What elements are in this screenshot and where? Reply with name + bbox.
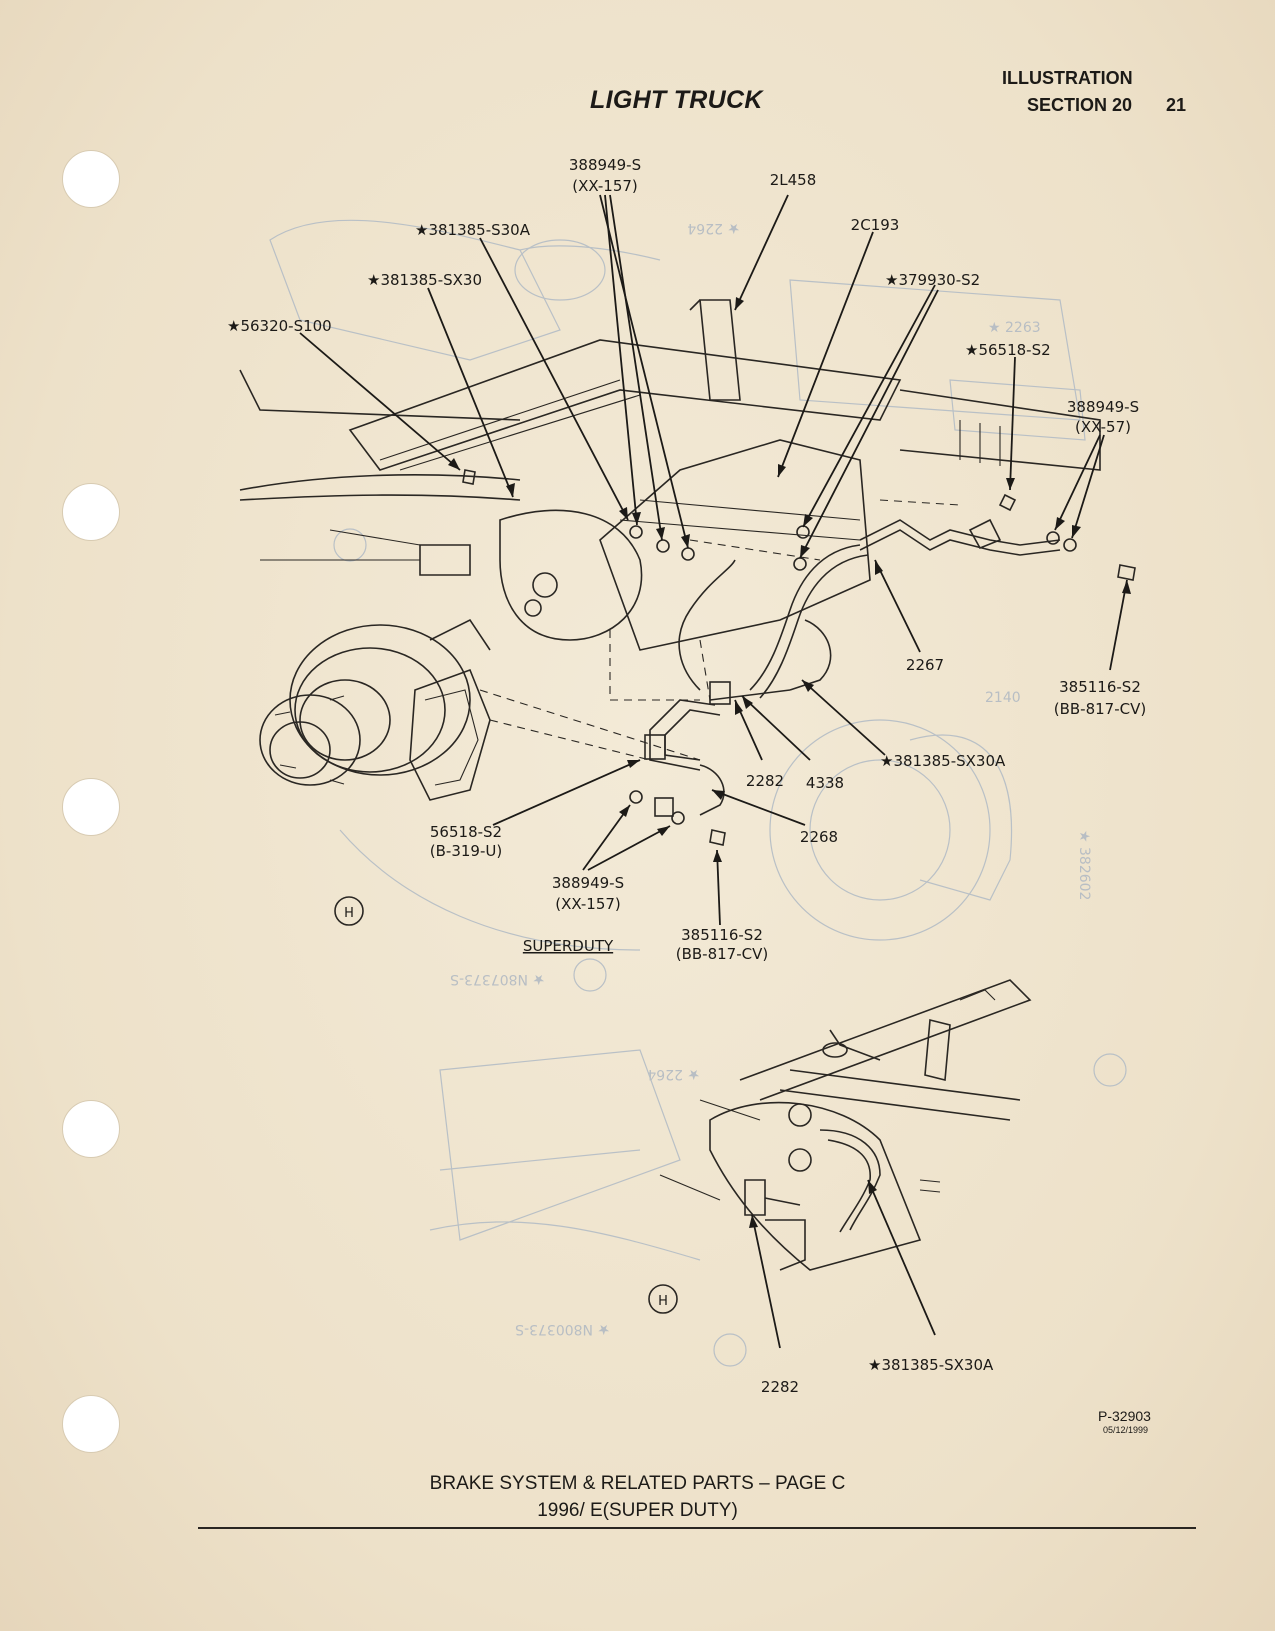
view-h-marker-upper xyxy=(334,896,364,926)
binder-hole-2 xyxy=(62,483,120,541)
bleed-through-layer: ★ 2264 ★ 2263 2140 ★ 382602 ★ 2264 ★ N80… xyxy=(269,219,1127,1367)
callout-381385-sx30: ★381385-SX30 xyxy=(367,271,482,289)
bleed-label-2140: 2140 xyxy=(985,690,1021,706)
callout-2267: 2267 xyxy=(906,656,944,674)
callout-2268: 2268 xyxy=(800,828,838,846)
callout-2282-mid: 2282 xyxy=(746,772,784,790)
callout-381385-sx30a-mid: ★381385-SX30A xyxy=(880,752,1006,770)
page-title: LIGHT TRUCK xyxy=(590,86,763,114)
callout-388949-s-bottom-sub: (XX-157) xyxy=(555,895,621,913)
footer-rule xyxy=(198,1527,1196,1529)
callout-379930-s2: ★379930-S2 xyxy=(885,271,980,289)
leader-arrowheads xyxy=(448,297,1131,1228)
bleed-label-n807373: ★ N807373-S xyxy=(450,971,545,987)
lower-detail-drawing xyxy=(659,979,1032,1271)
bleed-label-n800373: ★ N800373-S xyxy=(515,1321,610,1337)
callout-labels: 388949-S (XX-157) 2L458 ★381385-S30A 2C1… xyxy=(227,156,1146,1396)
footer-line-2: 1996/ E(SUPER DUTY) xyxy=(537,1500,738,1521)
callout-2c193: 2C193 xyxy=(851,216,900,234)
view-h-marker-lower xyxy=(648,1284,678,1314)
figure-date: 05/12/1999 xyxy=(1103,1425,1149,1435)
callout-381385-sx30a-bottom: ★381385-SX30A xyxy=(868,1356,994,1374)
binder-hole-1 xyxy=(62,150,120,208)
callout-388949-s-bottom: 388949-S xyxy=(552,874,624,892)
callout-385116-s2-bottom-sub: (BB-817-CV) xyxy=(676,945,768,963)
section-label: SECTION 20 xyxy=(1027,95,1133,115)
binder-hole-4 xyxy=(62,1100,120,1158)
callout-385116-s2-right-sub: (BB-817-CV) xyxy=(1054,700,1146,718)
callout-2282-bottom: 2282 xyxy=(761,1378,799,1396)
bleed-label-2263: ★ 2263 xyxy=(988,320,1041,336)
binder-hole-5 xyxy=(62,1395,120,1453)
callout-381385-s30a: ★381385-S30A xyxy=(415,221,531,239)
callout-56320-s100: ★56320-S100 xyxy=(227,317,332,335)
callout-388949-s-right: 388949-S xyxy=(1067,398,1139,416)
bleed-label-382602: ★ 382602 xyxy=(1076,830,1092,900)
leader-lines xyxy=(299,194,1128,1349)
bleed-label-2264b: ★ 2264 xyxy=(647,1066,700,1082)
callout-56518-s2-right: ★56518-S2 xyxy=(965,341,1051,359)
superduty-label: SUPERDUTY xyxy=(523,937,614,955)
callout-385116-s2-right: 385116-S2 xyxy=(1059,678,1141,696)
bleed-label-2264a: ★ 2264 xyxy=(687,220,740,236)
callout-388949-s-right-sub: (XX-57) xyxy=(1075,418,1131,436)
view-h-label-upper: H xyxy=(344,906,354,921)
binder-hole-3 xyxy=(62,778,120,836)
page-number: 21 xyxy=(1166,95,1187,115)
callout-385116-s2-bottom: 385116-S2 xyxy=(681,926,763,944)
callout-4338: 4338 xyxy=(806,774,844,792)
upper-assembly-drawing xyxy=(239,299,1136,846)
callout-56518-s2-left-sub: (B-319-U) xyxy=(430,842,502,860)
callout-388949-s-top-sub: (XX-157) xyxy=(572,177,638,195)
figure-id: P-32903 xyxy=(1098,1408,1151,1424)
callout-56518-s2-left: 56518-S2 xyxy=(430,823,502,841)
view-h-label-lower: H xyxy=(658,1294,668,1309)
illustration-label: ILLUSTRATION xyxy=(1002,68,1133,88)
callout-388949-s-top: 388949-S xyxy=(569,156,641,174)
callout-2l458: 2L458 xyxy=(770,171,817,189)
footer-line-1: BRAKE SYSTEM & RELATED PARTS – PAGE C xyxy=(429,1473,846,1494)
